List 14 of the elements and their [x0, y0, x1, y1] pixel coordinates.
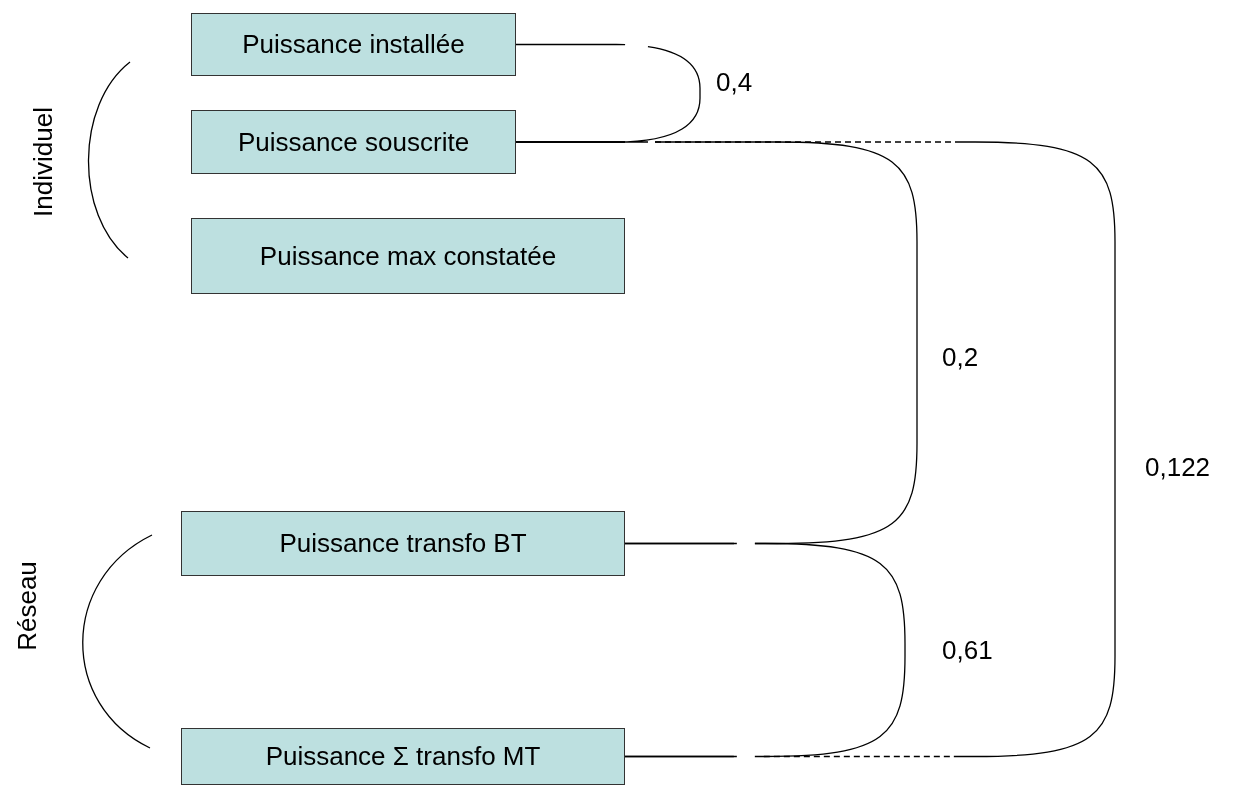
process-box: Puissance installée: [191, 13, 516, 76]
edge-label: 0,2: [942, 342, 979, 373]
edge-label: 0,4: [716, 67, 753, 98]
process-box: Puissance souscrite: [191, 110, 516, 174]
process-box: Puissance Σ transfo MT: [181, 728, 625, 785]
process-box: Puissance transfo BT: [181, 511, 625, 576]
process-box: Puissance max constatée: [191, 218, 625, 294]
bracket-connector: [624, 542, 906, 758]
group-label: Réseau: [11, 561, 43, 651]
group-label: Individuel: [27, 107, 59, 217]
bracket-connector: [515, 141, 1116, 758]
edge-label: 0,61: [942, 635, 993, 666]
edge-label: 0,122: [1145, 452, 1211, 483]
bracket-connector: [515, 43, 701, 143]
